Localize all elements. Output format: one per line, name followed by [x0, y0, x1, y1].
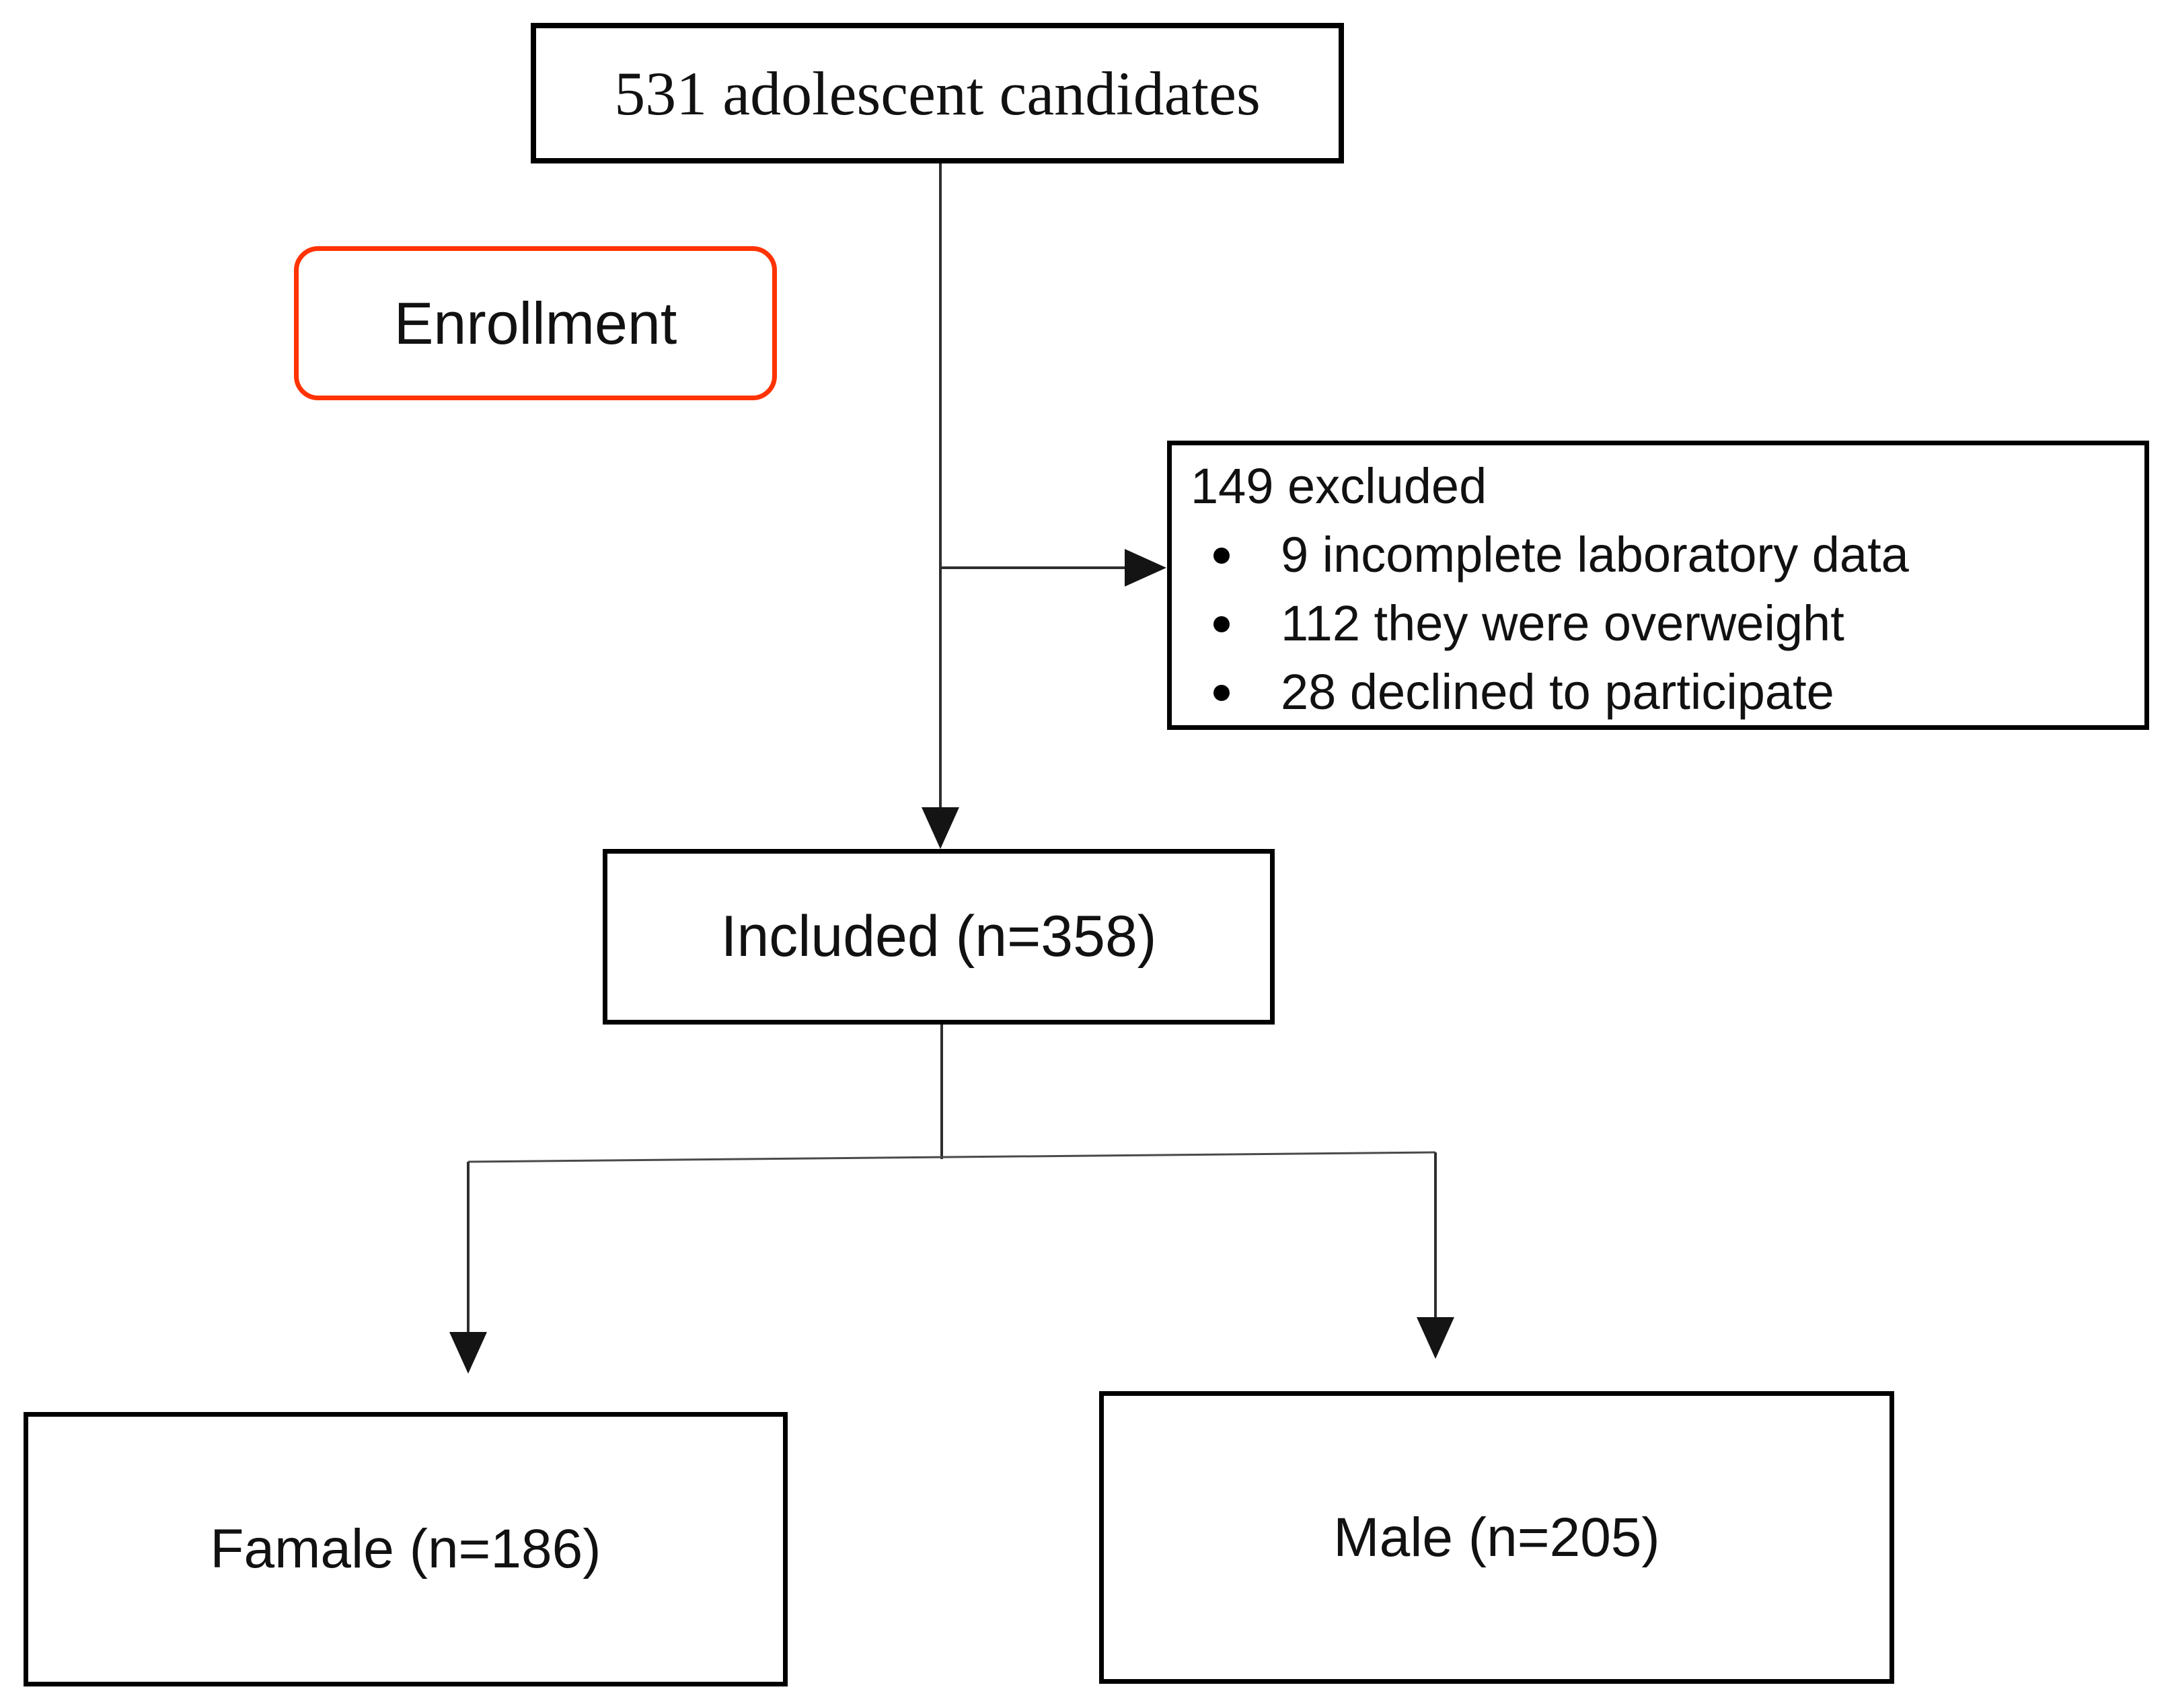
excluded-bullet-label: 28 declined to participate — [1281, 664, 1834, 720]
connector-branch-line — [467, 1151, 1436, 1163]
male-label: Male (n=205) — [1333, 1506, 1660, 1568]
male-box: Male (n=205) — [1099, 1391, 1894, 1684]
enrollment-label: Enrollment — [394, 289, 677, 357]
excluded-bullet-item: 28 declined to participate — [1191, 658, 2128, 727]
excluded-heading: 149 excluded — [1191, 458, 1487, 514]
arrowhead-down-male-icon — [1417, 1317, 1454, 1359]
arrowhead-down-female-icon — [449, 1332, 487, 1374]
excluded-bullet-item: 9 incomplete laboratory data — [1191, 521, 2128, 589]
arrowhead-down-included-icon — [922, 807, 959, 849]
excluded-box: 149 excluded 9 incomplete laboratory dat… — [1167, 441, 2149, 730]
bullet-dot-icon — [1213, 685, 1230, 701]
bullet-dot-icon — [1213, 548, 1230, 564]
female-label: Famale (n=186) — [210, 1518, 601, 1580]
included-label: Included (n=358) — [720, 904, 1157, 969]
included-box: Included (n=358) — [603, 849, 1275, 1025]
candidates-box: 531 adolescent candidates — [531, 23, 1344, 163]
bullet-dot-icon — [1213, 616, 1230, 632]
excluded-bullet-item: 112 they were overweight — [1191, 589, 2128, 658]
candidates-label: 531 adolescent candidates — [614, 59, 1261, 128]
excluded-bullet-label: 9 incomplete laboratory data — [1281, 527, 1909, 583]
female-box: Famale (n=186) — [24, 1412, 788, 1686]
excluded-bullet-label: 112 they were overweight — [1281, 595, 1844, 651]
enrollment-badge: Enrollment — [294, 246, 777, 400]
arrowhead-right-excluded-icon — [1125, 549, 1166, 587]
